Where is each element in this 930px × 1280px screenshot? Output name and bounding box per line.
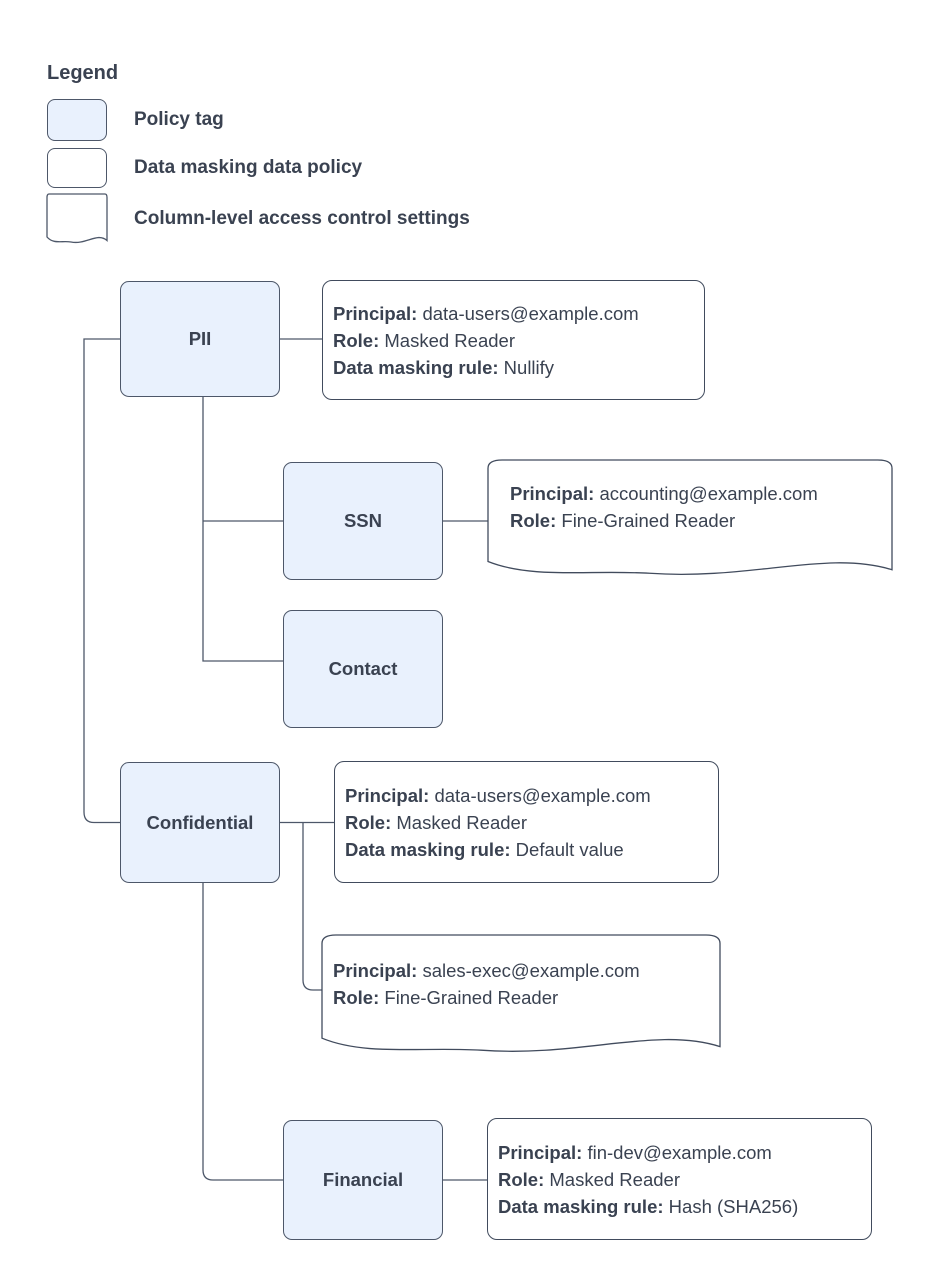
node-label: PII: [188, 328, 212, 349]
legend-item-label: Column-level access control settings: [134, 208, 470, 229]
policy-tag-contact: Contact: [283, 610, 443, 728]
data-policy-confidential: Principal: data-users@example.com Role: …: [334, 761, 719, 883]
policy-tag-swatch: [47, 99, 107, 141]
policy-field: Data masking rule: Nullify: [333, 356, 555, 378]
policy-tag-confidential: Confidential: [120, 762, 280, 883]
connector-confidential-to-financial: [202, 883, 283, 1181]
legend-item-policy-tag: Policy tag: [47, 99, 224, 141]
policy-tag-financial: Financial: [283, 1120, 443, 1240]
connector-pii-to-contact: [202, 397, 283, 662]
document-shape: [322, 935, 720, 1055]
node-label: Contact: [328, 658, 398, 679]
policy-field: Principal: data-users@example.com: [333, 302, 639, 324]
policy-field: Data masking rule: Default value: [345, 838, 624, 860]
document-swatch: [47, 194, 107, 244]
legend-item-label: Policy tag: [134, 109, 224, 130]
policy-field: Data masking rule: Hash (SHA256): [498, 1195, 799, 1217]
data-policy-swatch: [47, 148, 107, 188]
access-settings-ssn: Principal: accounting@example.com Role: …: [488, 460, 892, 578]
node-label: SSN: [343, 510, 383, 531]
policy-tag-pii: PII: [120, 281, 280, 397]
document-shape: [47, 194, 107, 244]
connector-pii-to-confidential: [83, 338, 120, 824]
legend-item-access-settings: Column-level access control settings: [47, 194, 470, 244]
policy-field: Principal: sales-exec@example.com: [333, 960, 640, 981]
data-policy-pii: Principal: data-users@example.com Role: …: [322, 280, 705, 400]
policy-field: Role: Masked Reader: [498, 1168, 680, 1190]
legend-title: Legend: [47, 62, 119, 84]
policy-field: Role: Fine-Grained Reader: [510, 510, 736, 531]
access-settings-confidential: Principal: sales-exec@example.com Role: …: [322, 935, 720, 1055]
policy-field: Principal: data-users@example.com: [345, 784, 651, 806]
data-policy-financial: Principal: fin-dev@example.com Role: Mas…: [487, 1118, 872, 1240]
policy-field: Principal: accounting@example.com: [510, 483, 818, 504]
node-label: Confidential: [146, 811, 254, 833]
policy-tag-ssn: SSN: [283, 462, 443, 580]
node-label: Financial: [322, 1169, 404, 1190]
legend-item-label: Data masking data policy: [134, 157, 363, 178]
document-shape: [488, 460, 892, 578]
legend-item-data-policy: Data masking data policy: [47, 148, 362, 188]
policy-field: Role: Masked Reader: [333, 329, 515, 351]
policy-field: Role: Fine-Grained Reader: [333, 987, 559, 1008]
policy-field: Principal: fin-dev@example.com: [498, 1141, 772, 1163]
connector-confidential-to-access-doc: [302, 822, 322, 991]
policy-field: Role: Masked Reader: [345, 811, 527, 833]
